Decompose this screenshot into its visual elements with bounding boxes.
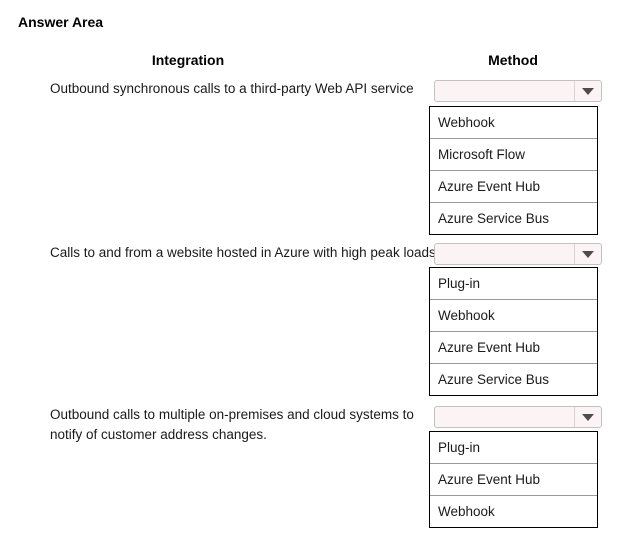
dropdown-option[interactable]: Microsoft Flow xyxy=(430,138,597,170)
method-options-list-row1: Webhook Microsoft Flow Azure Event Hub A… xyxy=(429,106,598,235)
integration-text-row1: Outbound synchronous calls to a third-pa… xyxy=(50,81,414,96)
dropdown-option[interactable]: Azure Service Bus xyxy=(430,202,597,234)
method-options-list-row3: Plug-in Azure Event Hub Webhook xyxy=(429,431,598,528)
dropdown-option[interactable]: Plug-in xyxy=(430,268,597,299)
dropdown-option[interactable]: Azure Event Hub xyxy=(430,331,597,363)
method-dropdown-row2[interactable] xyxy=(434,243,602,265)
dropdown-option[interactable]: Webhook xyxy=(430,299,597,331)
dropdown-arrow-button[interactable] xyxy=(574,81,601,101)
answer-area-title: Answer Area xyxy=(18,14,104,30)
integration-text-row3: Outbound calls to multiple on-premises a… xyxy=(50,407,414,442)
integration-text-row2: Calls to and from a website hosted in Az… xyxy=(50,245,436,260)
chevron-down-icon xyxy=(582,87,594,95)
dropdown-arrow-button[interactable] xyxy=(574,407,601,427)
dropdown-option[interactable]: Webhook xyxy=(430,107,597,138)
chevron-down-icon xyxy=(582,413,594,421)
chevron-down-icon xyxy=(582,250,594,258)
dropdown-option[interactable]: Azure Service Bus xyxy=(430,363,597,395)
dropdown-option[interactable]: Azure Event Hub xyxy=(430,463,597,495)
column-header-method: Method xyxy=(488,52,538,68)
method-dropdown-row1[interactable] xyxy=(434,80,602,102)
method-dropdown-row3[interactable] xyxy=(434,406,602,428)
dropdown-option[interactable]: Azure Event Hub xyxy=(430,170,597,202)
method-options-list-row2: Plug-in Webhook Azure Event Hub Azure Se… xyxy=(429,267,598,396)
dropdown-arrow-button[interactable] xyxy=(574,244,601,264)
dropdown-option[interactable]: Plug-in xyxy=(430,432,597,463)
dropdown-option[interactable]: Webhook xyxy=(430,495,597,527)
column-header-integration: Integration xyxy=(151,52,225,68)
